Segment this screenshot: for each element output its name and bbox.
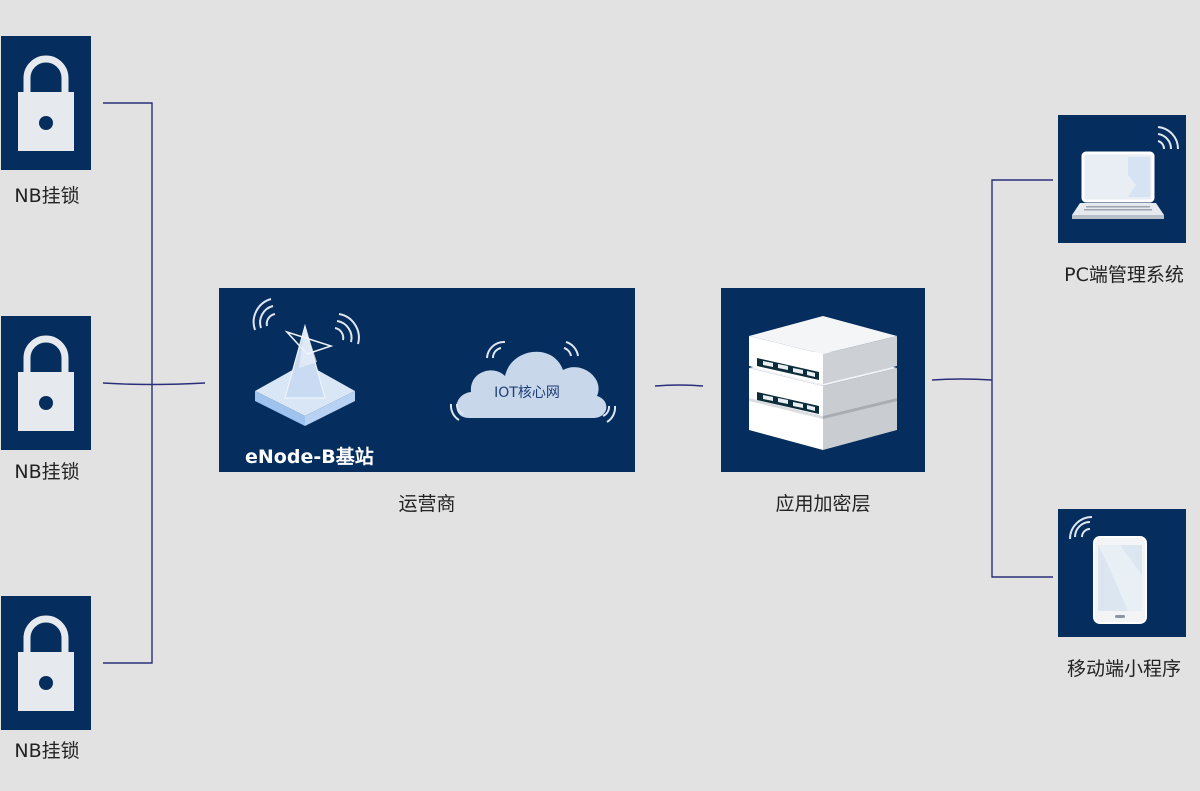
wifi-icon bbox=[252, 298, 276, 331]
wifi-icon bbox=[1157, 126, 1180, 150]
wifi-icon bbox=[1069, 516, 1093, 540]
lock-icon bbox=[18, 615, 74, 711]
app-to-clients-connector bbox=[931, 378, 993, 381]
lock-tile-1 bbox=[1, 36, 91, 170]
app-layer-panel bbox=[721, 288, 925, 472]
operator-panel: eNode-B基站 IOT核心网 bbox=[219, 288, 635, 472]
app-layer-label: 应用加密层 bbox=[775, 493, 871, 515]
lock-label-1: NB挂锁 bbox=[14, 185, 80, 207]
phone-icon bbox=[1069, 516, 1147, 624]
cloud-icon bbox=[449, 340, 617, 423]
pc-tile bbox=[1058, 115, 1186, 243]
station-icon bbox=[252, 298, 617, 426]
lock-2-connector bbox=[102, 382, 206, 386]
laptop-icon bbox=[1072, 126, 1180, 219]
mobile-label: 移动端小程序 bbox=[1066, 658, 1181, 680]
lock-tile-2 bbox=[1, 316, 91, 450]
server-icon bbox=[749, 316, 897, 450]
pc-label: PC端管理系统 bbox=[1064, 264, 1184, 286]
lock-icon bbox=[18, 55, 74, 151]
lock-tile-3 bbox=[1, 596, 91, 730]
lock-label-2: NB挂锁 bbox=[14, 461, 80, 483]
operator-to-app-connector bbox=[654, 384, 704, 387]
wifi-icon bbox=[334, 313, 360, 345]
lock-icon bbox=[18, 335, 74, 431]
operator-label: 运营商 bbox=[398, 493, 456, 515]
cloud-label: IOT核心网 bbox=[494, 385, 560, 401]
lock-1-connector bbox=[103, 102, 153, 664]
station-label: eNode-B基站 bbox=[245, 446, 374, 468]
lock-label-3: NB挂锁 bbox=[14, 740, 80, 762]
mobile-tile bbox=[1058, 509, 1186, 637]
clients-bus-connector bbox=[991, 179, 1053, 578]
